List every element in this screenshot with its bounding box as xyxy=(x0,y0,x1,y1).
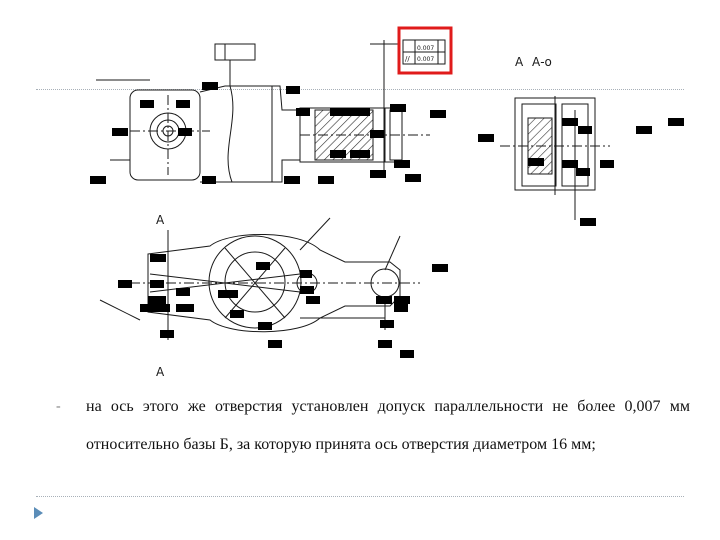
section-label-2: А xyxy=(156,365,165,379)
bullet-dash: - xyxy=(56,399,61,414)
parallel-symbol: // xyxy=(405,55,410,63)
slide-text: - на ось этого же отверстия установлен д… xyxy=(56,388,690,464)
technical-drawing: А А-о А А 0.007 0.007 // xyxy=(90,26,684,379)
top-view xyxy=(96,40,430,183)
highlight-box xyxy=(397,26,453,75)
tolerance-row-2: 0.007 xyxy=(417,56,434,63)
section-label-1: А xyxy=(156,213,165,227)
tolerance-frame xyxy=(214,39,446,65)
redaction-blocks xyxy=(90,82,684,358)
plan-view xyxy=(99,217,420,340)
next-slide-arrow-icon[interactable] xyxy=(34,507,43,519)
bullet-paragraph: на ось этого же отверстия установлен доп… xyxy=(86,398,690,453)
top-divider xyxy=(36,89,684,90)
side-view xyxy=(500,96,610,220)
view-label-a-o: А-о xyxy=(532,55,552,69)
bottom-divider xyxy=(36,496,684,497)
tolerance-row-1: 0.007 xyxy=(417,45,434,52)
view-label-a: А xyxy=(515,55,524,69)
